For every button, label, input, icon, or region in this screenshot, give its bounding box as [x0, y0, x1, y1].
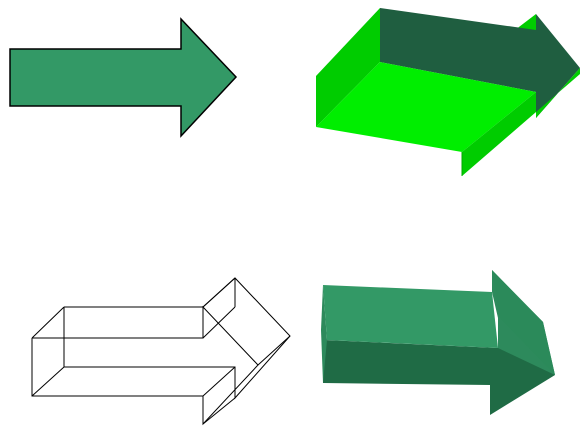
- shaft-top-face: [323, 285, 498, 348]
- wireframe-edge-4: [202, 277, 236, 308]
- wireframe-edge-7: [202, 366, 236, 397]
- wireframe-edge-5: [257, 335, 291, 366]
- wireframe-edge-6: [202, 397, 236, 425]
- arrowhead-top-face: [492, 270, 555, 375]
- wireframe-edge-3: [202, 306, 236, 339]
- wireframe-edge-1: [31, 306, 65, 339]
- wireframe-front-outline: [31, 305, 259, 426]
- wireframe-edge-2: [31, 366, 65, 397]
- extruded-arrow-bright-panel: [316, 8, 580, 176]
- wireframe-arrow-panel: [31, 277, 291, 426]
- flat-arrow-panel: [9, 17, 238, 138]
- extruded-arrow-green-panel: [321, 270, 555, 415]
- shaft-top-face: [380, 8, 580, 118]
- arrowhead-lower-face: [462, 68, 580, 176]
- shaft-left-edge: [321, 285, 327, 383]
- flat-arrow-icon: [9, 17, 238, 138]
- shaft-front-face: [316, 62, 536, 152]
- front-face: [323, 285, 555, 415]
- shaft-left-face: [316, 8, 380, 127]
